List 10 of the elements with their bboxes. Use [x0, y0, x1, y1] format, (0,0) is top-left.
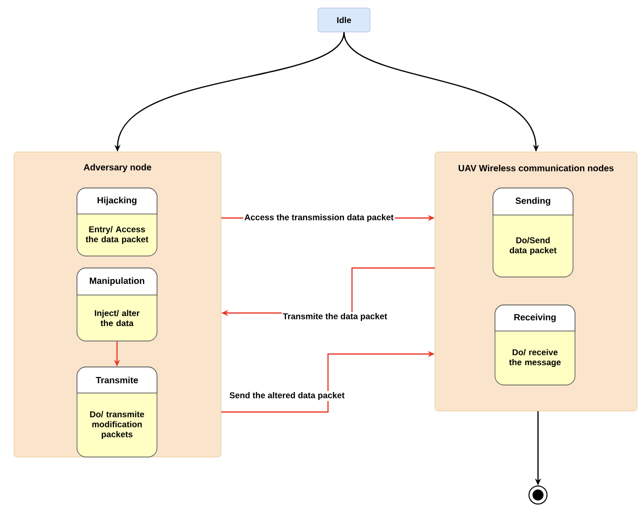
state-box: Manipulation Inject/ alter the data — [76, 268, 158, 342]
edge-label: Transmite the data packet — [282, 312, 388, 322]
state-box: Transmite Do/ transmite modification packets — [76, 366, 158, 458]
edge-label: Access the transmission data packet — [243, 213, 395, 223]
state-box: Hijacking Entry/ Access the data packet — [76, 188, 158, 256]
state-box: Idle — [318, 8, 370, 32]
edge-label: Send the altered data packet — [228, 391, 346, 401]
final-state — [528, 486, 548, 504]
state-box: Sending Do/Send data packet — [492, 188, 574, 278]
state-box: Receiving Do/ receive the message — [494, 304, 576, 386]
